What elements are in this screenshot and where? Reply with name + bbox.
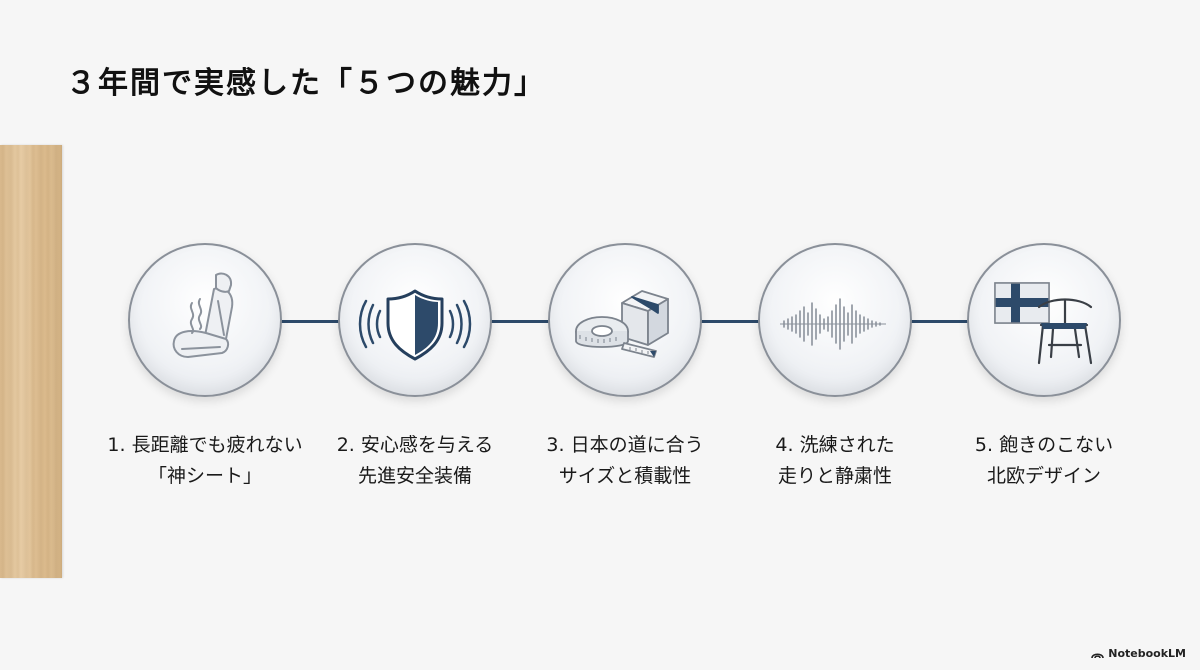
feature-1-label-line2: 「神シート」 [147, 465, 262, 487]
feature-4-label-line1: 4. 洗練された [775, 434, 895, 456]
notebooklm-watermark: NotebookLM [1091, 647, 1186, 660]
feature-5-icon-circle [967, 243, 1121, 397]
shield-signal-icon [358, 289, 472, 361]
brand-label: NotebookLM [1108, 647, 1186, 660]
car-seat-icon [172, 272, 234, 358]
feature-1-icon-circle [128, 243, 282, 397]
feature-2-icon-circle [338, 243, 492, 397]
feature-1-label-line1: 1. 長距離でも疲れない [107, 434, 303, 456]
feature-3-label-line1: 3. 日本の道に合う [546, 434, 704, 456]
feature-4-label: 4. 洗練された 走りと静粛性 [720, 430, 950, 492]
feature-5-label: 5. 飽きのこない 北欧デザイン [929, 430, 1159, 492]
notebooklm-logo-icon [1091, 652, 1105, 658]
feature-5-label-line1: 5. 飽きのこない [974, 434, 1114, 456]
tape-measure-box-icon [575, 290, 669, 358]
feature-1-label: 1. 長距離でも疲れない 「神シート」 [90, 430, 320, 492]
feature-2-label: 2. 安心感を与える 先進安全装備 [300, 430, 530, 492]
feature-5-label-line2: 北欧デザイン [986, 465, 1101, 487]
feature-3-label: 3. 日本の道に合う サイズと積載性 [510, 430, 740, 492]
feature-2-label-line2: 先進安全装備 [357, 465, 472, 487]
feature-3-label-line2: サイズと積載性 [558, 465, 692, 487]
nordic-flag-chair-icon [994, 282, 1093, 365]
feature-4-label-line2: 走りと静粛性 [777, 465, 892, 487]
feature-4-icon-circle [758, 243, 912, 397]
feature-3-icon-circle [548, 243, 702, 397]
feature-2-label-line1: 2. 安心感を与える [336, 434, 494, 456]
slide-title: ３年間で実感した「５つの魅力」 [66, 66, 546, 101]
sound-wave-icon [780, 298, 886, 350]
wood-panel-decoration [0, 145, 62, 578]
